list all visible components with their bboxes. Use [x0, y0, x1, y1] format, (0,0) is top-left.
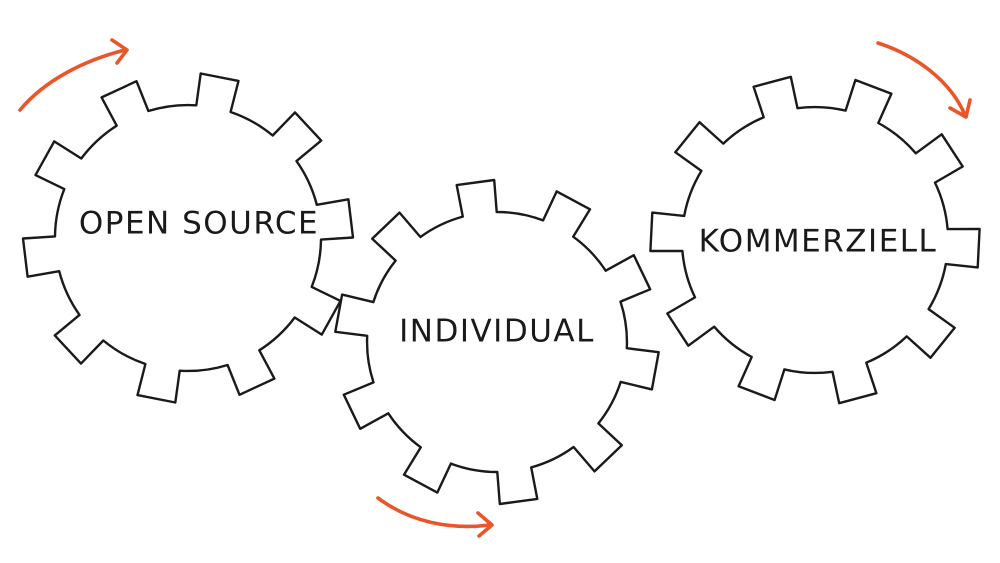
rotation-arrow-kommerziell [876, 41, 972, 119]
arrow-head [948, 98, 972, 119]
gear-label-individual: INDIVIDUAL [399, 314, 595, 350]
gear-icon [21, 72, 355, 404]
gear-icon [334, 178, 660, 506]
gear-icon [649, 75, 981, 405]
gear-label-open-source: OPEN SOURCE [79, 206, 319, 242]
gear-individual: INDIVIDUAL [334, 178, 660, 506]
gear-kommerziell: KOMMERZIELL [649, 75, 981, 405]
curved-arrow-right-icon [376, 496, 492, 529]
curved-arrow-right-icon [18, 48, 127, 112]
gear-label-kommerziell: KOMMERZIELL [699, 224, 938, 260]
rotation-arrow-open-source [18, 38, 129, 112]
curved-arrow-down-icon [876, 41, 967, 117]
arrow-head [110, 38, 129, 65]
gear-open-source: OPEN SOURCE [21, 72, 355, 404]
arrow-head [476, 511, 494, 538]
rotation-arrow-individual [376, 496, 494, 538]
